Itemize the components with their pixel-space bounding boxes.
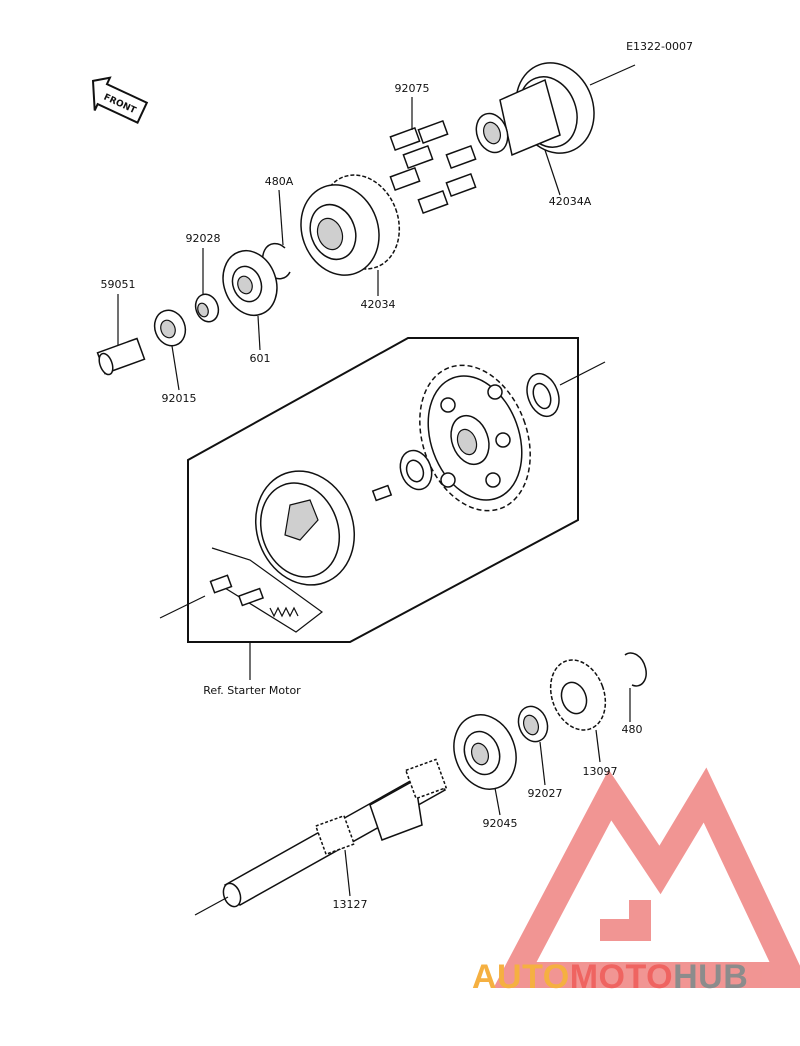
label-92015: 92015	[162, 392, 197, 405]
clutch-roller-set	[209, 547, 324, 633]
part-59051-spline	[96, 337, 146, 376]
part-92015-nut	[153, 309, 187, 347]
part-92045-bearing	[453, 714, 517, 790]
label-42034A: 42034A	[549, 195, 592, 208]
part-42034A-housing	[475, 62, 595, 157]
part-92028-collar	[194, 293, 220, 323]
front-arrow-icon: FRONT	[91, 76, 149, 124]
watermark-part-hub: HUB	[673, 958, 749, 996]
watermark-part-moto: MOTO	[569, 958, 674, 996]
starter-clutch-enclosure	[187, 337, 579, 643]
label-42034: 42034	[361, 298, 396, 311]
part-42034-gear	[300, 174, 401, 276]
label-601: 601	[250, 352, 271, 365]
part-92075-rollers	[389, 120, 477, 214]
label-92075: 92075	[395, 82, 430, 95]
one-way-clutch	[254, 470, 356, 586]
label-13097: 13097	[583, 765, 618, 778]
watermark-logo-icon	[493, 767, 800, 988]
label-59051: 59051	[101, 278, 136, 291]
watermark-part-auto: AUTO	[472, 958, 570, 996]
part-480-circlip	[624, 652, 647, 687]
clutch-bolt	[371, 484, 393, 502]
label-480A: 480A	[265, 175, 294, 188]
label-92027: 92027	[528, 787, 563, 800]
label-92028: 92028	[186, 232, 221, 245]
washer-small	[399, 449, 433, 491]
label-13127: 13127	[333, 898, 368, 911]
axis-line	[589, 64, 636, 86]
starter-sprocket	[419, 364, 531, 512]
washer-large	[526, 372, 560, 418]
ref-code: E1322-0007	[626, 40, 693, 53]
part-13097-gear	[549, 659, 607, 731]
ref-starter-motor-note: Ref. Starter Motor	[203, 684, 301, 697]
part-601-bearing	[222, 249, 278, 317]
watermark-brand-text: AUTOMOTOHUB	[472, 958, 748, 997]
label-92045: 92045	[483, 817, 518, 830]
part-92027-collar	[517, 705, 549, 743]
part-13127-shaft	[222, 758, 448, 908]
label-480: 480	[622, 723, 643, 736]
